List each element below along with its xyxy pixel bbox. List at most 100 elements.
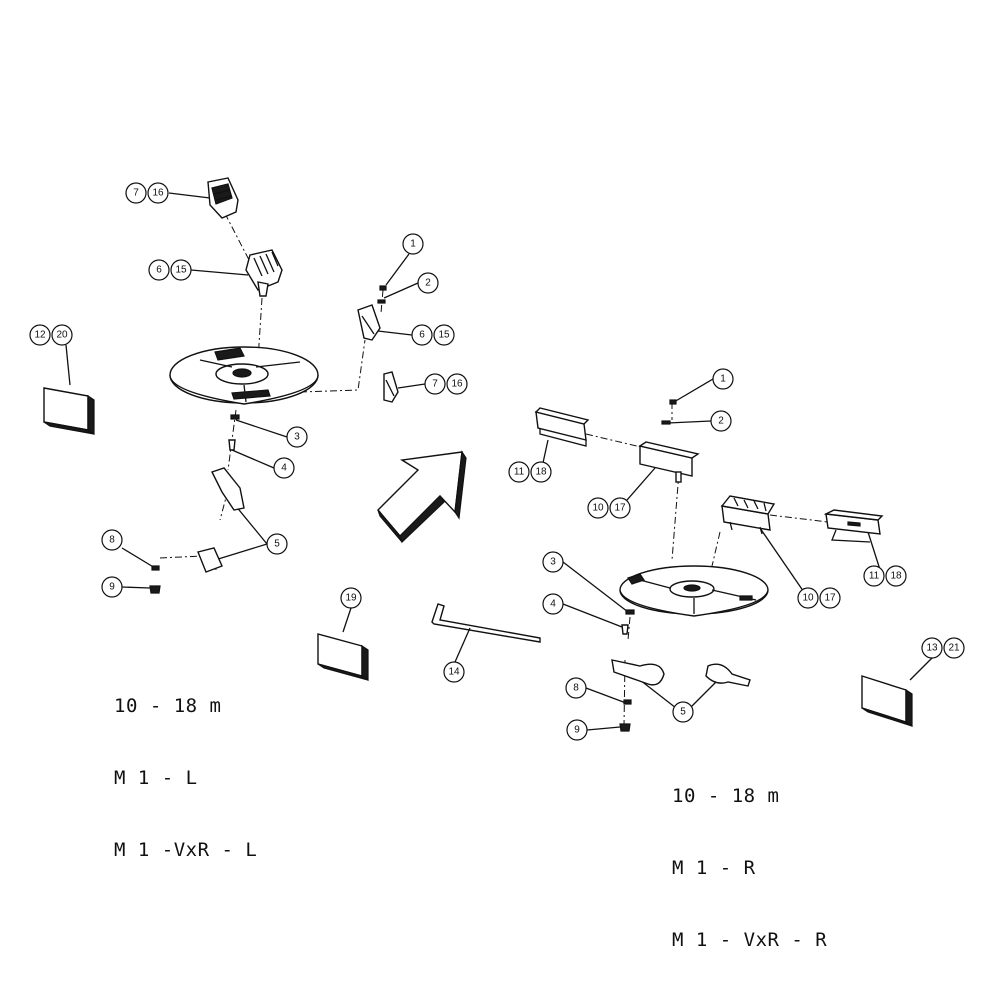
leader-5	[214, 504, 268, 561]
left-bracket	[197, 467, 245, 573]
left-caption-line: M 1 - L	[114, 767, 198, 789]
callout-number: 15	[438, 330, 450, 341]
callout-number: 18	[535, 467, 547, 478]
callout-number: 11	[869, 571, 880, 582]
callout-bubble: 16	[446, 373, 468, 395]
lever-rod-14	[431, 603, 541, 663]
left-box-12-20	[43, 387, 95, 436]
callout-bubble: 7	[125, 182, 147, 204]
callout-bubble: 9	[101, 576, 123, 598]
right-washer-8	[623, 699, 632, 705]
callout-bubble: 3	[542, 551, 564, 573]
callout-bubble: 4	[273, 457, 295, 479]
right-nut-9	[619, 723, 631, 732]
callout-bubble: 10	[587, 497, 609, 519]
left-caption-line: M 1 -VxR - L	[114, 839, 258, 861]
leader-4-right	[562, 603, 623, 628]
leader-5-right	[639, 679, 717, 709]
right-axis-line	[585, 402, 680, 561]
right-reference-bubbles: 1 2 11 18 10 17 11 18 10 17 3 4 13 21 8 …	[508, 368, 965, 741]
right-model-caption: 10 - 18 m M 1 - R M 1 - VxR - R	[672, 736, 827, 976]
leader-7-16-side	[397, 383, 426, 389]
leader-3	[235, 419, 288, 438]
left-bolt-4	[228, 439, 236, 451]
callout-number: 6	[419, 330, 425, 341]
callout-bubble: 18	[885, 565, 907, 587]
callout-number: 4	[281, 463, 287, 474]
leader-6-15-top	[190, 269, 249, 276]
leader-8-right	[585, 687, 627, 704]
callout-bubble: 3	[286, 426, 308, 448]
callout-bubble: 14	[443, 661, 465, 683]
left-nut-9	[149, 585, 161, 594]
callout-bubble: 6	[148, 259, 170, 281]
middle-reference-bubbles: 19 14	[340, 587, 465, 683]
leader-8	[121, 547, 156, 569]
callout-number: 3	[294, 432, 300, 443]
callout-number: 5	[274, 539, 280, 550]
callout-bubble: 4	[542, 593, 564, 615]
callout-bubble: 1	[712, 368, 734, 390]
right-blade-11-18-top	[534, 407, 590, 447]
callout-number: 2	[425, 278, 431, 289]
callout-number: 7	[432, 379, 438, 390]
callout-bubble: 7	[424, 373, 446, 395]
callout-bubble: 17	[609, 497, 631, 519]
callout-bubble: 6	[411, 324, 433, 346]
left-spreading-disc	[169, 346, 319, 405]
callout-bubble: 5	[266, 533, 288, 555]
direction-arrow	[377, 450, 467, 544]
callout-number: 19	[345, 593, 357, 604]
callout-bubble: 15	[433, 324, 455, 346]
center-box-19	[317, 607, 369, 682]
leader-13-21	[909, 655, 935, 681]
callout-bubble: 9	[566, 719, 588, 741]
callout-number: 5	[680, 707, 686, 718]
callout-number: 6	[156, 265, 162, 276]
callout-bubble: 2	[710, 410, 732, 432]
right-washer-3	[625, 609, 635, 615]
callout-number: 14	[448, 667, 460, 678]
callout-number: 2	[718, 416, 724, 427]
left-knife-holder	[245, 249, 283, 297]
callout-number: 1	[720, 374, 726, 385]
right-bracket-5	[611, 659, 751, 687]
callout-number: 21	[948, 643, 960, 654]
leader-2	[383, 282, 419, 299]
callout-number: 20	[56, 330, 68, 341]
left-side-knife	[383, 371, 399, 403]
callout-number: 17	[614, 503, 626, 514]
right-caption-line: M 1 - VxR - R	[672, 929, 828, 951]
leader-7-16-top	[168, 192, 211, 199]
callout-bubble: 12	[29, 324, 51, 346]
leader-12-20	[65, 344, 71, 386]
left-assembly	[43, 177, 426, 594]
callout-bubble: 19	[340, 587, 362, 609]
right-blade-11-18-side	[823, 509, 884, 543]
callout-number: 10	[592, 503, 604, 514]
callout-number: 12	[34, 330, 46, 341]
right-washer-2	[661, 420, 671, 425]
leader-2-right	[667, 420, 712, 424]
right-assembly	[534, 378, 935, 732]
right-blade-10-17-top	[638, 441, 700, 483]
callout-bubble: 8	[565, 677, 587, 699]
leader-9-right	[586, 726, 621, 731]
right-caption-line: M 1 - R	[672, 857, 756, 879]
leader-3-right	[562, 561, 629, 613]
right-box-13-21	[861, 675, 913, 728]
callout-number: 8	[109, 535, 115, 546]
callout-number: 4	[550, 599, 556, 610]
callout-bubble: 5	[672, 701, 694, 723]
callout-number: 11	[514, 467, 525, 478]
left-model-caption: 10 - 18 m M 1 - L M 1 -VxR - L	[114, 646, 257, 886]
right-bolt-1	[669, 399, 677, 405]
callout-bubble: 18	[530, 461, 552, 483]
left-caption-line: 10 - 18 m	[114, 695, 222, 717]
callout-bubble: 8	[101, 529, 123, 551]
left-knife-upper	[207, 177, 239, 219]
right-bolt-4	[621, 624, 629, 635]
leader-9	[121, 586, 151, 589]
right-holder-10-17-side	[720, 495, 776, 535]
